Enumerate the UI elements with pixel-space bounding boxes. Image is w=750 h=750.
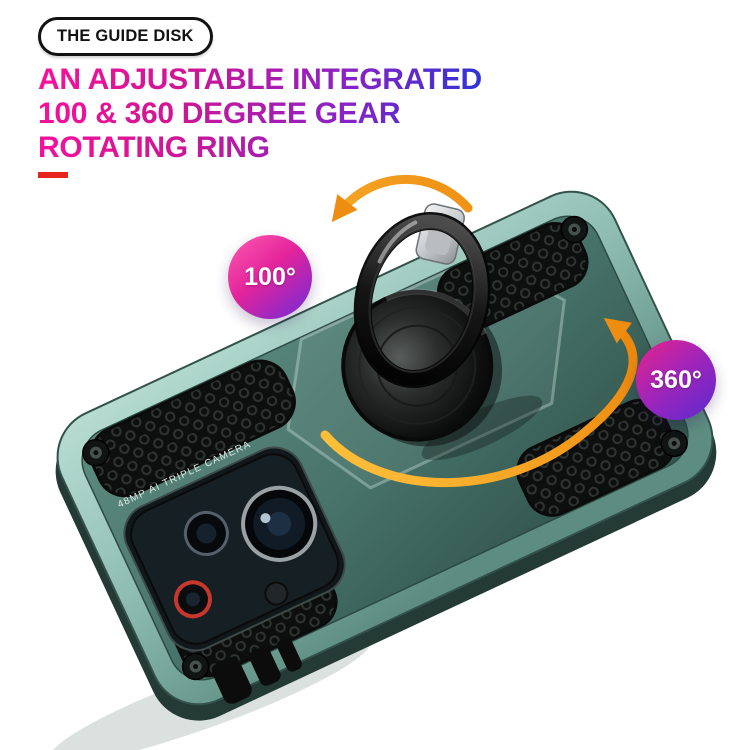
badge-360-label: 360° xyxy=(650,365,702,394)
headline-line-3: ROTATING RING xyxy=(38,130,270,164)
accent-dash xyxy=(38,172,68,178)
kickstand-shadow xyxy=(421,395,543,461)
texture-bottom-right xyxy=(516,398,676,517)
rotation-arrow-360 xyxy=(320,317,638,488)
badge-100-label: 100° xyxy=(244,262,296,291)
rotating-ring xyxy=(353,211,491,389)
red-ring-lens xyxy=(173,580,212,619)
headline-line-2: 100 & 360 DEGREE GEAR xyxy=(38,96,401,130)
rotation-arrow-100 xyxy=(331,175,473,223)
guide-disk-badge: THE GUIDE DISK xyxy=(38,17,213,56)
main-lens xyxy=(241,485,318,562)
page-title: AN ADJUSTABLE INTEGRATED 100 & 360 DEGRE… xyxy=(38,63,482,165)
badge-100-degree: 100° xyxy=(228,235,312,319)
secondary-lens xyxy=(183,510,229,556)
corner-screws xyxy=(82,215,688,681)
flash-lens xyxy=(264,581,289,606)
port-cutouts xyxy=(211,637,302,704)
headline-line-1: AN ADJUSTABLE INTEGRATED xyxy=(38,63,482,96)
badge-360-degree: 360° xyxy=(636,340,716,420)
texture-top-left xyxy=(89,359,296,498)
camera-module: 48MP AI TRIPLE CAMERA xyxy=(116,439,346,652)
